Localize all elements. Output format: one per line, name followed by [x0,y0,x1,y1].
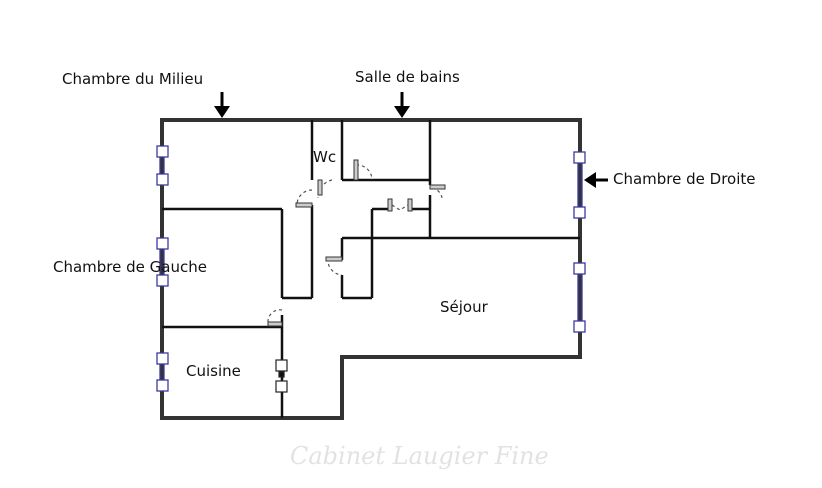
label-chambre-droite: Chambre de Droite [613,170,756,188]
door-leaves [267,159,446,327]
pointer-arrows [214,92,608,188]
label-cuisine: Cuisine [186,362,241,380]
label-wc: Wc [313,148,337,166]
windows [156,145,586,392]
watermark: Cabinet Laugier Fine [290,442,549,470]
label-chambre-milieu: Chambre du Milieu [62,70,204,88]
duct [275,359,288,393]
label-salle-de-bains: Salle de bains [355,68,460,86]
outer-walls [160,118,582,420]
doors [267,164,443,324]
label-sejour: Séjour [440,298,488,316]
label-chambre-gauche: Chambre de Gauche [53,258,207,276]
inner-walls [162,120,580,418]
